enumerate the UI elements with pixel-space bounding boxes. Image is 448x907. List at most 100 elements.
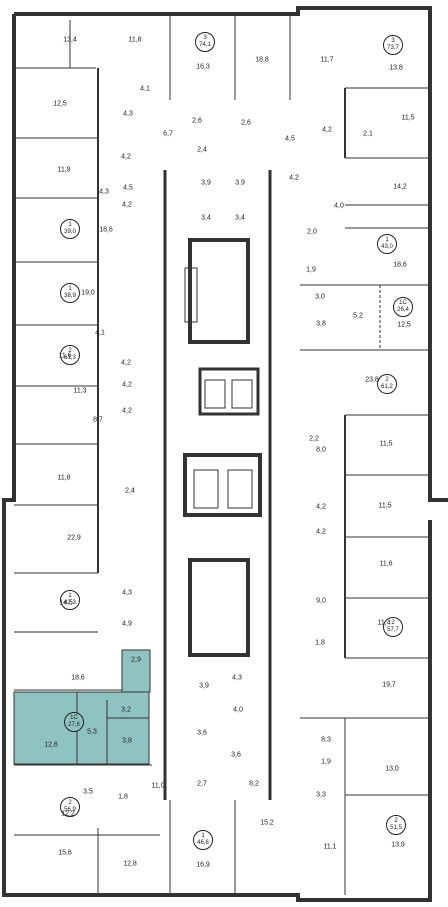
room-area-label: 22,9 — [67, 534, 81, 542]
room-area-label: 4,3 — [232, 674, 242, 682]
room-area-label: 13,9 — [391, 841, 405, 849]
room-area-label: 2,6 — [241, 119, 251, 127]
apartment-type: 2 — [391, 620, 395, 626]
room-area-label: 4,2 — [122, 381, 132, 389]
room-area-label: 14,5 — [59, 599, 73, 607]
room-area-label: 8,0 — [316, 446, 326, 454]
room-area-label: 11,8 — [57, 474, 71, 482]
room-area-label: 4,2 — [121, 359, 131, 367]
room-area-label: 16,9 — [196, 861, 210, 869]
room-area-label: 3,6 — [197, 729, 207, 737]
room-area-label: 4,5 — [123, 184, 133, 192]
room-area-label: 18,6 — [393, 261, 407, 269]
apartment-type: 1 — [68, 222, 72, 228]
room-area-label: 3,9 — [235, 179, 245, 187]
apartment-type: 3 — [203, 35, 207, 41]
room-area-label: 19,0 — [81, 289, 95, 297]
apartment-type: 1 — [385, 237, 389, 243]
room-area-label: 11,3 — [73, 387, 87, 395]
apartment-area: 56,9 — [64, 807, 76, 813]
room-area-label: 8,3 — [321, 736, 331, 744]
room-area-label: 18,6 — [71, 674, 85, 682]
room-area-label: 4,0 — [334, 202, 344, 210]
room-area-label: 4,3 — [99, 188, 109, 196]
room-area-label: 6,7 — [163, 130, 173, 138]
apartment-area: 26,4 — [397, 307, 409, 313]
apartment-area: 74,1 — [199, 42, 211, 48]
room-area-label: 4,2 — [289, 174, 299, 182]
room-area-label: 2,4 — [125, 487, 135, 495]
apartment-type: 2 — [68, 348, 72, 354]
apartment-area: 61,2 — [381, 384, 393, 390]
room-area-label: 12,2 — [61, 810, 75, 818]
room-area-label: 3,0 — [315, 293, 325, 301]
room-area-label: 3,8 — [316, 320, 326, 328]
room-area-label: 14,2 — [393, 183, 407, 191]
room-area-label: 1,8 — [315, 639, 325, 647]
room-area-label: 3,9 — [201, 179, 211, 187]
room-area-label: 13,4 — [63, 36, 77, 44]
room-area-label: 18,8 — [255, 56, 269, 64]
room-area-label: 12,5 — [53, 100, 67, 108]
room-area-label: 2,1 — [363, 130, 373, 138]
room-area-label: 4,5 — [285, 135, 295, 143]
room-area-label: 3,5 — [83, 788, 93, 796]
room-area-label: 12,8 — [123, 860, 137, 868]
apartment-area: 73,7 — [387, 45, 399, 51]
room-area-label: 11,5 — [401, 114, 415, 122]
apartment-area: 38,9 — [64, 293, 76, 299]
room-area-label: 1,8 — [118, 793, 128, 801]
room-area-label: 11,5 — [379, 440, 393, 448]
apartment-type: 2 — [385, 377, 389, 383]
room-area-label: 11,0 — [151, 782, 165, 790]
apartment-type: 1С — [399, 300, 407, 306]
room-area-label: 11,6 — [58, 352, 72, 360]
apartment-area: 39,0 — [64, 229, 76, 235]
room-area-label: 11,7 — [320, 56, 334, 64]
room-area-label: 5,2 — [353, 312, 363, 320]
room-area-label: 4,2 — [122, 201, 132, 209]
apartment-area: 46,6 — [197, 840, 209, 846]
room-area-label: 11,4 — [377, 619, 391, 627]
room-area-label: 2,0 — [307, 228, 317, 236]
room-area-label: 5,3 — [87, 728, 97, 736]
room-area-label: 4,3 — [122, 589, 132, 597]
apartment-type: 3 — [391, 38, 395, 44]
room-area-label: 13,0 — [385, 765, 399, 773]
room-area-label: 4,2 — [122, 407, 132, 415]
room-area-label: 18,6 — [99, 226, 113, 234]
room-area-label: 11,6 — [379, 560, 393, 568]
apartment-area: 42,3 — [64, 600, 76, 606]
room-area-label: 4,2 — [316, 528, 326, 536]
room-area-label: 2,9 — [131, 656, 141, 664]
room-area-label: 4,0 — [233, 706, 243, 714]
apartment-area: 43,0 — [381, 244, 393, 250]
apartment-type: 1 — [68, 593, 72, 599]
room-area-label: 2,6 — [192, 117, 202, 125]
apartment-type: 1 — [68, 286, 72, 292]
room-area-label: 12,6 — [44, 741, 58, 749]
room-area-label: 3,2 — [121, 706, 131, 714]
room-area-label: 4,2 — [316, 503, 326, 511]
room-area-label: 23,8 — [365, 376, 379, 384]
room-area-label: 3,3 — [316, 791, 326, 799]
room-area-label: 3,8 — [122, 737, 132, 745]
room-area-label: 4,3 — [123, 110, 133, 118]
apartment-area: 57,7 — [387, 627, 399, 633]
room-area-label: 4,2 — [322, 126, 332, 134]
room-area-label: 11,1 — [323, 843, 337, 851]
